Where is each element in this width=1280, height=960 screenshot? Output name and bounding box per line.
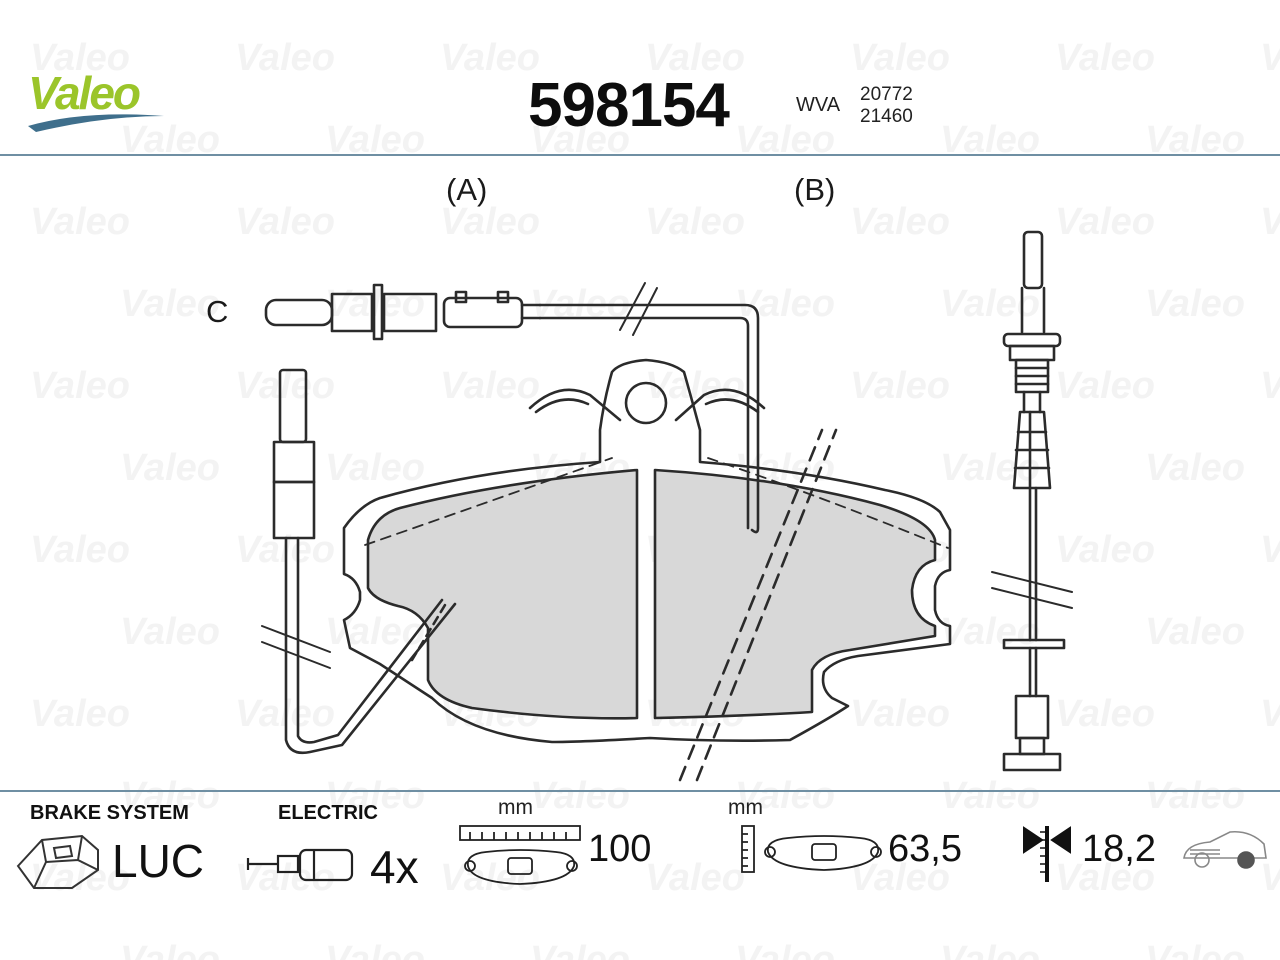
electric-value: 4x [370, 841, 419, 893]
brand-logo-text: Valeo [28, 67, 141, 119]
width-value: 100 [588, 828, 652, 870]
friction-material-left [366, 468, 639, 720]
sensor-connector-c [264, 283, 542, 341]
valeo-swoosh-icon [28, 114, 164, 132]
sensor-label-c: C [206, 294, 229, 329]
part-number: 598154 [528, 71, 730, 140]
wear-sensor-b [1002, 230, 1066, 772]
electric-label: ELECTRIC [278, 802, 378, 824]
watermark-text: Valeo [530, 939, 630, 960]
brake-system-value: LUC [112, 835, 205, 887]
friction-material-right [653, 468, 937, 720]
header-divider [0, 154, 1280, 156]
wva-number-1: 20772 [860, 84, 913, 105]
watermark-text: Valeo [735, 939, 835, 960]
caliper-icon [16, 834, 99, 889]
width-unit: mm [498, 796, 533, 819]
wear-sensor-a [272, 368, 457, 755]
watermark-text: Valeo [645, 857, 745, 899]
valeo-logo [24, 60, 184, 140]
brake-pad-drawing [261, 230, 1073, 782]
height-unit: mm [728, 796, 763, 819]
pad-height-icon [741, 825, 882, 873]
watermark-text: Valeo [1145, 939, 1245, 960]
brake-system-label: BRAKE SYSTEM [30, 802, 189, 824]
backing-plate [342, 358, 952, 744]
wva-label: WVA [796, 94, 841, 116]
view-label-b: (B) [794, 172, 836, 207]
watermark-text: Valeo [940, 939, 1040, 960]
wva-number-2: 21460 [860, 106, 913, 127]
footer-divider [0, 790, 1280, 792]
view-label-a: (A) [446, 172, 488, 207]
height-value: 63,5 [888, 828, 962, 870]
pad-width-icon [459, 825, 581, 885]
watermark-text: Valeo [120, 939, 220, 960]
thickness-value: 18,2 [1082, 828, 1156, 870]
thickness-icon [1023, 826, 1071, 882]
watermark-text: Valeo [325, 939, 425, 960]
wear-sensor-plug-icon [246, 848, 354, 882]
wear-sensor-wire-top [538, 303, 760, 534]
retaining-clip [528, 381, 766, 425]
car-front-axle-icon [1183, 830, 1267, 869]
